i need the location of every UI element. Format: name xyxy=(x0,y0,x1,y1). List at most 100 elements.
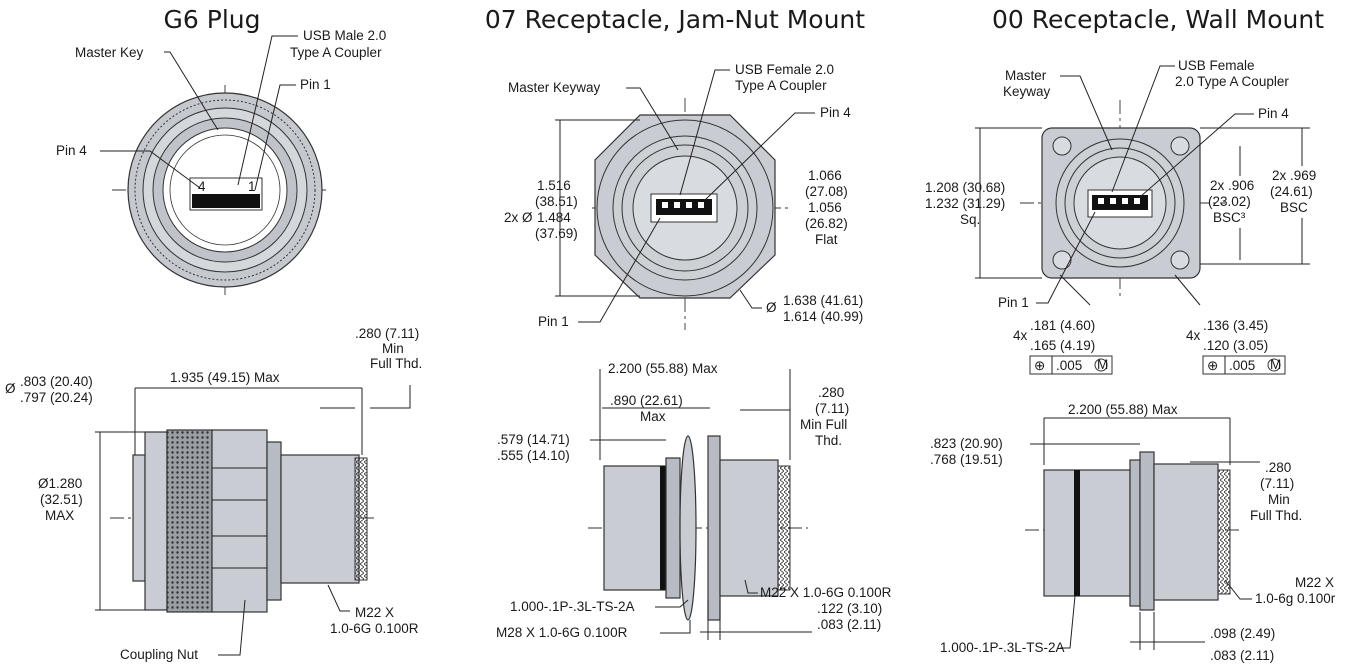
wall-thread-2: 1.0-6g 0.100r xyxy=(1255,591,1336,606)
wall-usb-2: 2.0 Type A Coupler xyxy=(1175,74,1289,89)
g6-pin1-label: Pin 1 xyxy=(300,77,331,92)
wall-mount-title: 00 Receptacle, Wall Mount xyxy=(992,5,1324,34)
jam-len-dim: 2.200 (55.88) Max xyxy=(608,361,718,376)
g6-coupling-nut-label: Coupling Nut xyxy=(120,647,198,662)
wall-f1: .823 (20.90) xyxy=(930,436,1003,451)
jam-t4: Thd. xyxy=(815,433,842,448)
wall-f2: .768 (19.51) xyxy=(930,452,1003,467)
g6-dia-b: .797 (20.24) xyxy=(20,390,93,405)
jam-nut-title: 07 Receptacle, Jam-Nut Mount xyxy=(485,5,865,34)
wall-h3: .136 (3.45) xyxy=(1203,318,1268,333)
wall-tolerance-frame-1: ⊕ .005 M xyxy=(1029,355,1113,375)
wall-sq2: 1.232 (31.29) xyxy=(925,196,1005,211)
g6-thd-dim-1: .280 (7.11) xyxy=(355,326,419,341)
wall-keyway-1: Master xyxy=(1005,68,1047,83)
jam-w1: .122 (3.10) xyxy=(817,601,882,616)
wall-t4: Full Thd. xyxy=(1250,508,1302,523)
jam-pin1-label: Pin 1 xyxy=(538,314,569,329)
g6-plug-title: G6 Plug xyxy=(164,5,261,34)
jam-nut-side-view xyxy=(588,435,808,621)
wall-sq1: 1.208 (30.68) xyxy=(925,180,1005,195)
wall-tol-2: .005 xyxy=(1229,358,1255,373)
wall-h-pre-1: 4x xyxy=(1013,328,1028,343)
wall-sq3: Sq. xyxy=(960,212,980,227)
g6-dia-a: .803 (20.40) xyxy=(20,374,93,389)
g6-pin4-label: Pin 4 xyxy=(56,143,87,158)
jam-w2: .083 (2.11) xyxy=(817,617,881,632)
jam-keyway-label: Master Keyway xyxy=(508,80,601,95)
jam-s2: .555 (14.10) xyxy=(497,448,570,463)
g6-pin-num-1: 1 xyxy=(248,179,256,194)
g6-pin-num-4: 4 xyxy=(198,179,206,194)
wall-pin1-label: Pin 1 xyxy=(998,295,1029,310)
jam-usb-2: Type A Coupler xyxy=(735,78,827,93)
wall-t1: .280 xyxy=(1265,460,1291,475)
wall-c1: 2x .969 xyxy=(1272,168,1316,183)
jam-o1: 1.638 (41.61) xyxy=(783,293,863,308)
wall-thread-1: M22 X xyxy=(1295,575,1334,590)
g6-length-dim: 1.935 (49.15) Max xyxy=(170,370,280,385)
wall-tol-m-1: M xyxy=(1097,357,1108,372)
jam-t2: (7.11) xyxy=(815,401,849,416)
g6-usb-coupler-label: USB Male 2.0 xyxy=(303,28,386,43)
wall-t2: (7.11) xyxy=(1260,476,1294,491)
jam-thread-a: 1.000-.1P-.3L-TS-2A xyxy=(510,599,635,614)
jam-f3: 1.056 xyxy=(808,200,842,215)
wall-w1: .098 (2.49) xyxy=(1210,626,1275,641)
jam-d3: 1.484 xyxy=(537,210,571,225)
wall-side-view xyxy=(1025,451,1240,611)
jam-pin4-label: Pin 4 xyxy=(820,105,851,120)
g6-dia-symbol: Ø xyxy=(5,381,16,396)
jam-o2: 1.614 (40.99) xyxy=(783,309,863,324)
jam-d2: (38.51) xyxy=(535,194,578,209)
jam-d-pre: 2x Ø xyxy=(504,210,533,225)
wall-b3: BSC³ xyxy=(1213,210,1246,225)
wall-c2: (24.61) xyxy=(1270,184,1313,199)
wall-h4: .120 (3.05) xyxy=(1203,338,1268,353)
wall-len-dim: 2.200 (55.88) Max xyxy=(1068,402,1178,417)
wall-pin4-label: Pin 4 xyxy=(1258,106,1289,121)
wall-keyway-2: Keyway xyxy=(1003,84,1051,99)
g6-od-2: (32.51) xyxy=(40,492,83,507)
wall-usb-1: USB Female xyxy=(1178,58,1255,73)
g6-master-key-label: Master Key xyxy=(75,45,144,60)
wall-c3: BSC xyxy=(1280,200,1308,215)
wall-tolerance-frame-2: ⊕ .005 M xyxy=(1202,355,1286,375)
wall-b1: 2x .906 xyxy=(1210,178,1254,193)
jam-d4: (37.69) xyxy=(535,226,578,241)
wall-h-pre-2: 4x xyxy=(1186,328,1201,343)
jam-nut-front-view xyxy=(592,98,790,330)
g6-od-1: Ø1.280 xyxy=(38,476,82,491)
g6-thd-dim-2: Min xyxy=(382,341,404,356)
wall-h2: .165 (4.19) xyxy=(1030,338,1095,353)
wall-t3: Min xyxy=(1268,492,1290,507)
jam-thread-c: M22 X 1.0-6G 0.100R xyxy=(760,585,892,600)
g6-plug-side-view xyxy=(110,429,378,613)
wall-tol-1: .005 xyxy=(1056,358,1082,373)
jam-s1: .579 (14.71) xyxy=(497,432,570,447)
jam-t1: .280 xyxy=(818,385,844,400)
g6-od-3: MAX xyxy=(45,508,74,523)
wall-tol-m-2: M xyxy=(1270,357,1281,372)
wall-front-view xyxy=(1020,100,1225,300)
wall-thread-a: 1.000-.1P-.3L-TS-2A xyxy=(940,640,1065,655)
jam-o-symbol: Ø xyxy=(766,300,777,315)
jam-f4: (26.82) xyxy=(805,216,848,231)
jam-usb-1: USB Female 2.0 xyxy=(735,62,834,77)
g6-thread-1: M22 X xyxy=(355,605,394,620)
jam-d1: 1.516 xyxy=(537,178,571,193)
g6-thread-2: 1.0-6G 0.100R xyxy=(330,621,419,636)
jam-t3: Min Full xyxy=(800,417,847,432)
jam-m2: Max xyxy=(640,409,666,424)
g6-usb-coupler-label-2: Type A Coupler xyxy=(290,45,382,60)
g6-thd-dim-3: Full Thd. xyxy=(370,356,422,371)
jam-m1: .890 (22.61) xyxy=(610,393,683,408)
wall-h1: .181 (4.60) xyxy=(1030,318,1095,333)
jam-f5: Flat xyxy=(815,232,838,247)
wall-tol-sym-1: ⊕ xyxy=(1034,358,1045,373)
jam-f1: 1.066 xyxy=(808,168,842,183)
g6-plug-front-view: 4 1 xyxy=(112,85,330,295)
wall-w2: .083 (2.11) xyxy=(1210,648,1274,663)
wall-b2: (23.02) xyxy=(1208,194,1251,209)
